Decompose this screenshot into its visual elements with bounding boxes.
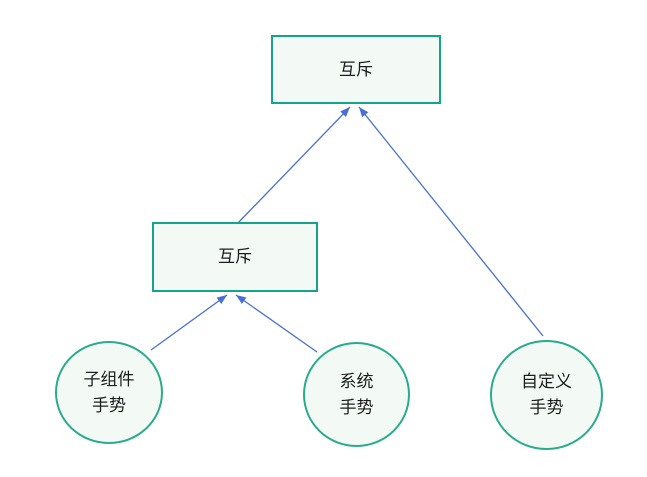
- edge-system-gesture-to-mid-mutex: [235, 294, 318, 353]
- node-custom-gesture-label-line1: 自定义: [521, 372, 572, 391]
- node-top-mutex-label: 互斥: [339, 59, 373, 79]
- node-child-gesture: 子组件 手势: [55, 341, 163, 444]
- edge-child-gesture-to-mid-mutex: [150, 294, 228, 351]
- edge-custom-gesture-to-top-mutex: [358, 106, 544, 337]
- node-child-gesture-label-line1: 子组件: [83, 369, 135, 389]
- node-mid-mutex-label: 互斥: [218, 247, 252, 266]
- node-system-gesture: 系统 手势: [303, 342, 410, 447]
- node-top-mutex: 互斥: [271, 35, 441, 104]
- node-custom-gesture-label-line2: 手势: [529, 398, 564, 417]
- node-mid-mutex: 互斥: [152, 222, 318, 292]
- node-child-gesture-label-line2: 手势: [92, 395, 126, 415]
- node-system-gesture-label-line2: 手势: [339, 397, 374, 417]
- edge-mid-mutex-to-top-mutex: [236, 106, 351, 225]
- node-custom-gesture: 自定义 手势: [490, 340, 603, 450]
- node-system-gesture-label-line1: 系统: [339, 371, 374, 391]
